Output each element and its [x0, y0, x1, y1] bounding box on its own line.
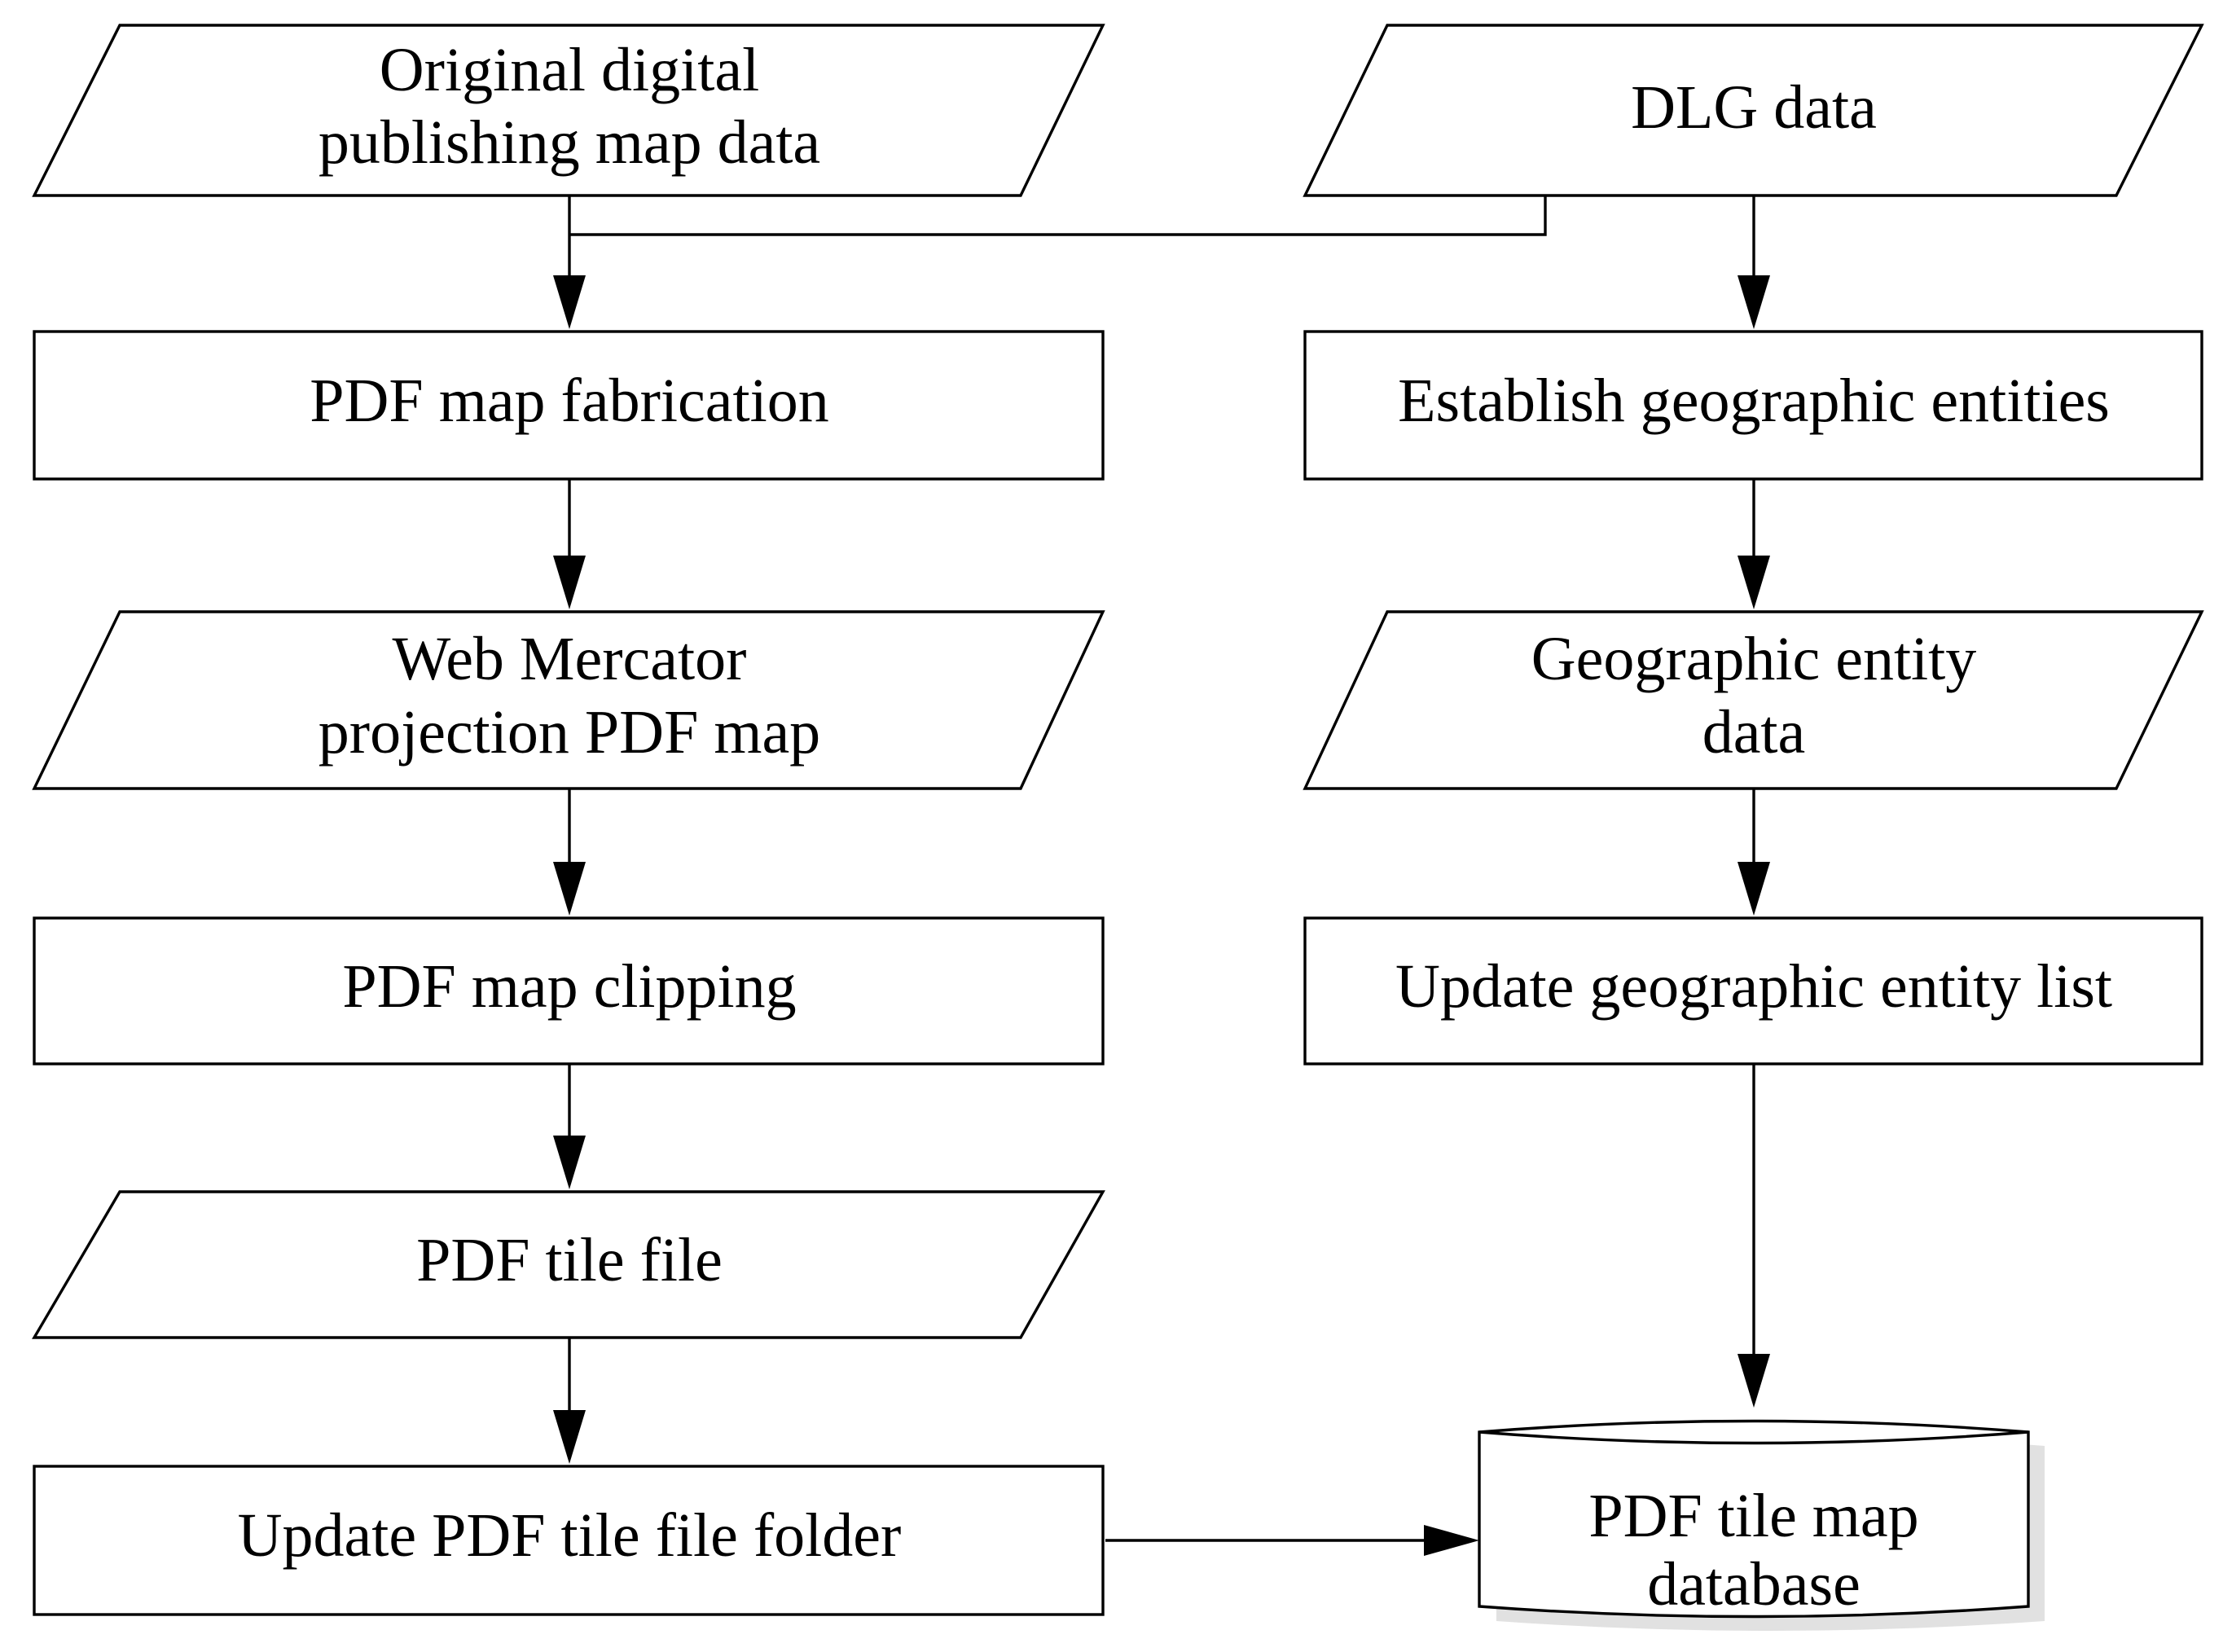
- node-original-data: Original digital publishing map data: [32, 24, 1105, 197]
- node-entity-data: Geographic entity data: [1303, 610, 2204, 790]
- node-tile-file: PDF tile file: [32, 1190, 1105, 1339]
- node-update-folder: Update PDF tile file folder: [33, 1465, 1105, 1616]
- edge-dlg-to-establish: [1738, 196, 1770, 329]
- edge-clipping-to-tilefile: [553, 1064, 586, 1189]
- node-update-entity-list: Update geographic entity list: [1303, 916, 2203, 1065]
- edge-folder-to-database: [1105, 1525, 1479, 1556]
- node-entity-data-line-1: Geographic entity: [1531, 625, 1977, 693]
- node-web-mercator-line-1: Web Mercator: [393, 625, 747, 693]
- edge-original-to-fabrication: [553, 196, 586, 329]
- edge-entitydata-to-list: [1738, 789, 1770, 916]
- node-original-data-line-2: publishing map data: [319, 108, 820, 177]
- node-pdf-clipping: PDF map clipping: [33, 916, 1105, 1065]
- edge-mercator-to-clipping: [553, 789, 586, 916]
- node-tile-database-line-1: PDF tile map: [1588, 1482, 1918, 1550]
- node-dlg-data-line-1: DLG data: [1631, 73, 1877, 142]
- edge-establish-to-entitydata: [1738, 479, 1770, 609]
- node-tile-database-line-2: database: [1647, 1550, 1861, 1619]
- node-update-entity-list-line-1: Update geographic entity list: [1395, 952, 2112, 1021]
- edge-list-to-database: [1738, 1064, 1770, 1408]
- edge-fabrication-to-mercator: [553, 479, 586, 609]
- edge-dlg-to-fabrication: [569, 196, 1547, 236]
- node-dlg-data: DLG data: [1303, 24, 2204, 197]
- edges: [553, 196, 1770, 1556]
- edge-tilefile-to-folder: [553, 1338, 586, 1464]
- node-establish-entities: Establish geographic entities: [1303, 330, 2203, 481]
- node-pdf-clipping-line-1: PDF map clipping: [342, 952, 796, 1021]
- node-pdf-fabrication: PDF map fabrication: [33, 330, 1105, 481]
- node-tile-file-line-1: PDF tile file: [416, 1226, 723, 1294]
- node-pdf-fabrication-line-1: PDF map fabrication: [310, 367, 828, 435]
- node-entity-data-line-2: data: [1702, 698, 1806, 767]
- node-web-mercator-line-2: projection PDF map: [319, 698, 820, 767]
- node-original-data-line-1: Original digital: [380, 36, 759, 104]
- node-establish-entities-line-1: Establish geographic entities: [1398, 367, 2110, 435]
- node-update-folder-line-1: Update PDF tile file folder: [238, 1501, 902, 1570]
- node-tile-database: PDF tile map database: [1478, 1419, 2045, 1631]
- node-web-mercator: Web Mercator projection PDF map: [32, 610, 1105, 790]
